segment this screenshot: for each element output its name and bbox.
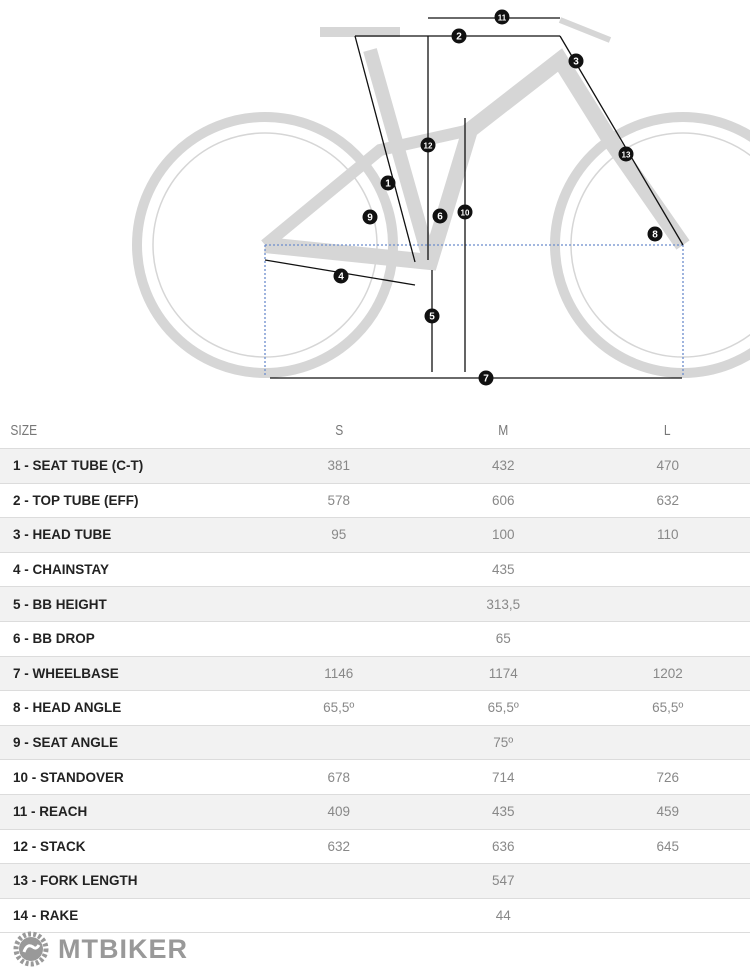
marker-3: 3 xyxy=(568,53,584,69)
row-value: 65,5º xyxy=(585,690,750,726)
svg-text:8: 8 xyxy=(652,230,658,241)
row-value-all-sizes: 313,5 xyxy=(256,586,750,622)
row-label: 1 - SEAT TUBE (C-T) xyxy=(0,448,257,484)
row-value: 632 xyxy=(256,829,421,865)
row-value: 409 xyxy=(256,794,421,830)
marker-4: 4 xyxy=(333,268,349,284)
row-label: 6 - BB DROP xyxy=(0,621,257,657)
row-label: 3 - HEAD TUBE xyxy=(0,517,257,553)
row-value: 65,5º xyxy=(420,690,586,726)
size-m-header: M xyxy=(437,412,570,449)
svg-text:4: 4 xyxy=(338,272,344,283)
svg-text:3: 3 xyxy=(573,57,579,68)
row-value-all-sizes: 75º xyxy=(256,725,750,761)
row-value: 645 xyxy=(585,829,750,865)
bike-silhouette xyxy=(132,17,750,378)
row-value: 110 xyxy=(585,517,750,553)
marker-7: 7 xyxy=(478,370,494,386)
row-value: 726 xyxy=(585,759,750,795)
svg-text:13: 13 xyxy=(622,151,631,160)
header-row: SIZE S M L xyxy=(0,412,750,449)
row-label: 9 - SEAT ANGLE xyxy=(0,725,257,761)
row-label: 7 - WHEELBASE xyxy=(0,656,257,692)
row-value: 459 xyxy=(585,794,750,830)
row-value: 632 xyxy=(585,483,750,519)
svg-text:10: 10 xyxy=(461,209,470,218)
marker-2: 2 xyxy=(451,28,467,44)
row-value: 678 xyxy=(256,759,421,795)
mtbiker-logo: MTBIKER xyxy=(12,930,188,968)
row-label: 11 - REACH xyxy=(0,794,257,830)
svg-text:11: 11 xyxy=(498,14,507,23)
row-label: 4 - CHAINSTAY xyxy=(0,552,257,588)
marker-10: 10 xyxy=(457,204,473,220)
row-value: 381 xyxy=(256,448,421,484)
gear-logo-icon xyxy=(13,931,49,967)
marker-8: 8 xyxy=(647,226,663,242)
row-value: 1174 xyxy=(420,656,586,692)
svg-text:1: 1 xyxy=(385,179,391,190)
svg-text:2: 2 xyxy=(456,32,462,43)
row-label: 5 - BB HEIGHT xyxy=(0,586,257,622)
marker-12: 12 xyxy=(420,137,436,153)
svg-text:7: 7 xyxy=(483,374,489,385)
marker-9: 9 xyxy=(362,209,378,225)
row-value: 606 xyxy=(420,483,586,519)
marker-1: 1 xyxy=(380,175,396,191)
row-value-all-sizes: 44 xyxy=(256,898,750,934)
marker-5: 5 xyxy=(424,308,440,324)
svg-text:12: 12 xyxy=(424,142,433,151)
marker-13: 13 xyxy=(618,146,634,162)
row-label: 8 - HEAD ANGLE xyxy=(0,690,257,726)
row-value-all-sizes: 547 xyxy=(256,863,750,899)
row-label: 2 - TOP TUBE (EFF) xyxy=(0,483,257,519)
row-value: 432 xyxy=(420,448,586,484)
row-value: 1202 xyxy=(585,656,750,692)
svg-text:5: 5 xyxy=(429,312,435,323)
row-value: 65,5º xyxy=(256,690,421,726)
row-value: 636 xyxy=(420,829,586,865)
row-value: 1146 xyxy=(256,656,421,692)
row-value: 100 xyxy=(420,517,586,553)
size-s-header: S xyxy=(272,412,405,449)
row-value-all-sizes: 435 xyxy=(256,552,750,588)
row-value-all-sizes: 65 xyxy=(256,621,750,657)
row-label: 12 - STACK xyxy=(0,829,257,865)
marker-11: 11 xyxy=(494,9,510,25)
svg-text:6: 6 xyxy=(437,212,443,223)
row-label: 10 - STANDOVER xyxy=(0,759,257,795)
size-header: SIZE xyxy=(0,412,206,449)
row-value: 714 xyxy=(420,759,586,795)
row-value: 470 xyxy=(585,448,750,484)
marker-6: 6 xyxy=(432,208,448,224)
svg-text:9: 9 xyxy=(367,213,373,224)
row-value: 95 xyxy=(256,517,421,553)
row-label: 14 - RAKE xyxy=(0,898,257,934)
size-l-header: L xyxy=(601,412,734,449)
row-value: 578 xyxy=(256,483,421,519)
row-label: 13 - FORK LENGTH xyxy=(0,863,257,899)
row-value: 435 xyxy=(420,794,586,830)
logo-text: MTBIKER xyxy=(58,933,188,964)
